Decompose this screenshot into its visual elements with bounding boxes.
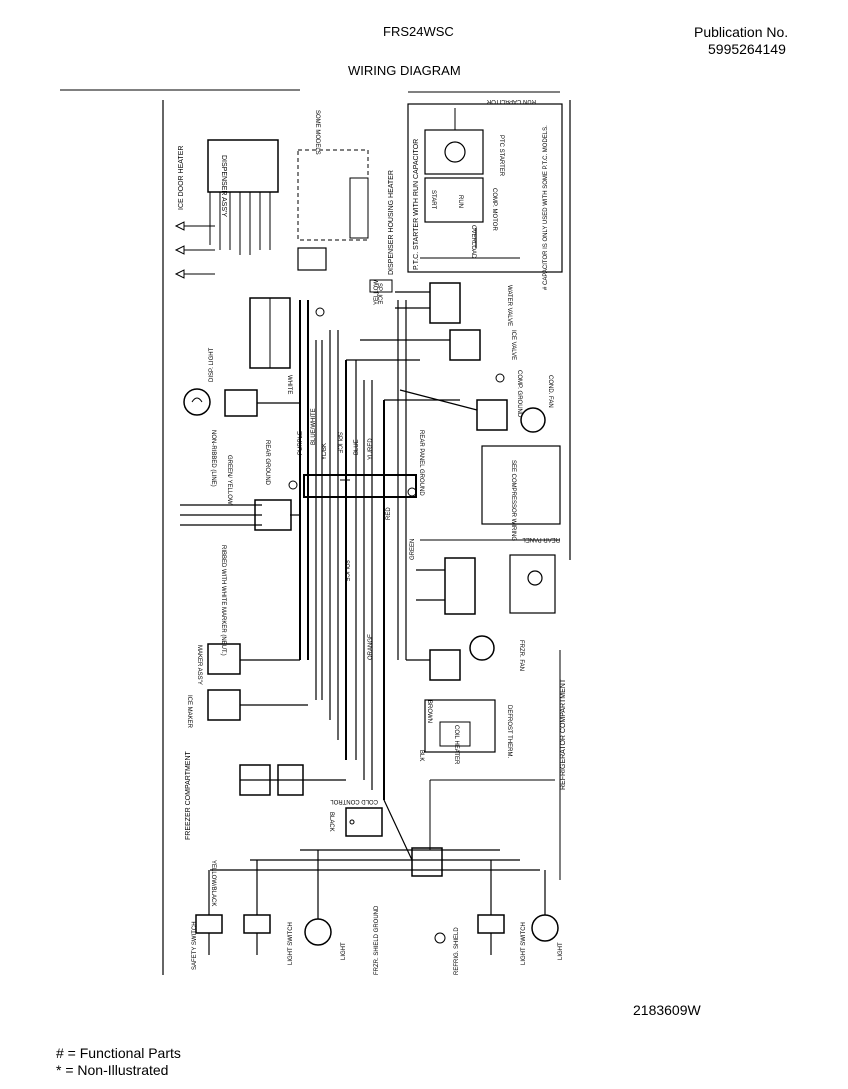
model-number: FRS24WSC	[383, 24, 454, 39]
label-splice-2: SPLICE	[336, 432, 342, 453]
refrigerator-light-switch	[477, 914, 505, 955]
label-ptc: PTC STARTER	[498, 135, 504, 177]
wire-green: GREEN	[410, 539, 416, 560]
label-coil-heater: COIL HEATER	[453, 725, 459, 765]
label-refrigerator-compartment: REFRIGERATOR COMPARTMENT	[560, 678, 567, 790]
wire-brown: BROWN	[426, 700, 432, 723]
label-comp-motor: COMP. MOTOR	[491, 188, 497, 231]
label-safety-switch: SAFETY SWITCH	[192, 921, 198, 970]
wire-blue: BLUE	[354, 439, 360, 455]
label-ptc-starter: P.T.C. STARTER WITH RUN CAPACITOR	[413, 139, 420, 270]
water-valve	[429, 282, 461, 324]
wire-blue-white: BLUE/WHITE	[311, 408, 317, 445]
label-defrost-therm: DEFROST THERM.	[506, 705, 512, 758]
diagram-title: WIRING DIAGRAM	[348, 63, 461, 78]
label-comp-ground: COMP. GROUND	[516, 370, 522, 418]
wire-black: BLACK	[328, 812, 334, 832]
dispenser-light	[183, 388, 211, 416]
freezer-fan	[469, 635, 495, 661]
label-green-yellow: GREEN/ YELLOW	[226, 455, 232, 505]
label-dispenser-assy: DISPENSER ASS'Y	[220, 155, 227, 217]
label-see-compressor-wiring: SEE COMPRESSOR WIRING	[510, 460, 516, 541]
freezer-light-switch	[243, 914, 271, 955]
label-water-valve: WATER VALVE	[506, 285, 512, 326]
label-frzr-fan: FRZR. FAN	[518, 640, 524, 671]
compressor-wiring-box	[481, 445, 561, 525]
label-light-frz: LIGHT	[341, 942, 347, 960]
label-light-ref: LIGHT	[558, 942, 564, 960]
label-light-switch-ref: LIGHT SWITCH	[521, 922, 527, 965]
ice-maker	[207, 689, 241, 721]
ptc-starter-box	[407, 103, 563, 273]
label-rear-ground: REAR GROUND	[264, 440, 270, 486]
wire-red: RED	[386, 507, 392, 520]
power-cord	[180, 499, 292, 531]
label-light-switch-frz: LIGHT SWITCH	[288, 922, 294, 965]
label-run-capacitor: RUN CAPACITOR	[486, 98, 536, 104]
label-some-models: SOME MODELS	[314, 110, 320, 155]
defrost-heater	[424, 699, 496, 753]
wire-white: WHITE	[286, 375, 292, 394]
publication-number: 5995264149	[708, 41, 786, 57]
label-cond-fan: COND. FAN	[547, 375, 553, 408]
label-run: RUN	[457, 195, 463, 208]
label-non-ribbed: NON-RIBBED (LINE)	[210, 430, 216, 487]
legend-non-illustrated: * = Non-Illustrated	[56, 1062, 169, 1078]
wire-yellow-black: YELLOW/BLACK	[210, 860, 216, 906]
publication-label: Publication No.	[694, 24, 789, 40]
freezer-light	[304, 918, 332, 946]
label-dispenser-light: DISP. LIGHT	[209, 347, 215, 382]
label-splice-3: SPLICE	[376, 283, 382, 304]
wire-blk: BLK	[418, 750, 424, 761]
terminal-block	[303, 474, 417, 498]
refrigerator-light	[531, 914, 559, 942]
label-cold-control: COLD CONTROL	[330, 798, 378, 804]
label-overload: OVERLOAD	[470, 225, 476, 259]
label-dispenser-housing-heater: DISPENSER HOUSING HEATER	[388, 170, 395, 275]
ice-maker-assembly	[207, 643, 241, 675]
safety-switch	[195, 914, 223, 955]
label-freezer-compartment: FREEZER COMPARTMENT	[185, 750, 192, 840]
wire-yl-red: YL/RED	[368, 438, 374, 460]
label-start: START	[430, 190, 436, 209]
condenser-fan	[520, 407, 546, 433]
label-capacitor-note: # CAPACITOR IS ONLY USED WITH SOME P.T.C…	[543, 125, 549, 290]
ice-valve	[449, 329, 481, 361]
cold-control	[345, 807, 383, 837]
label-ice-valve: ICE VALVE	[510, 330, 516, 360]
main-wire-harness	[299, 300, 407, 800]
wire-orange: ORANGE	[368, 634, 374, 660]
wire-yl-bk: YL/BK	[322, 443, 328, 460]
ice-door-heater-connectors	[174, 221, 215, 279]
wire-purple: PURPLE	[298, 431, 304, 455]
label-refrig-shield: REFRIG. SHIELD	[454, 927, 460, 975]
label-frzr-shield-ground: FRZR. SHIELD GROUND	[374, 905, 380, 975]
wire-yellow: YELLOW	[374, 280, 380, 305]
label-splice-1: SPLICE	[343, 560, 349, 581]
label-ice-door-heater: ICE DOOR HEATER	[178, 146, 185, 210]
dispenser-assembly	[207, 139, 279, 193]
part-number: 2183609W	[633, 1002, 701, 1018]
legend-functional-parts: # = Functional Parts	[56, 1045, 181, 1061]
label-ribbed: RIBBED WITH WHITE MARKER (NEUT.)	[220, 545, 226, 656]
label-ice-maker: ICE MAKER	[186, 695, 192, 729]
label-rear-panel: REAR PANEL	[522, 536, 560, 542]
label-ice-maker-assy: MAKER ASS'Y	[196, 645, 202, 685]
label-rear-panel-ground: REAR PANEL GROUND	[418, 430, 424, 496]
